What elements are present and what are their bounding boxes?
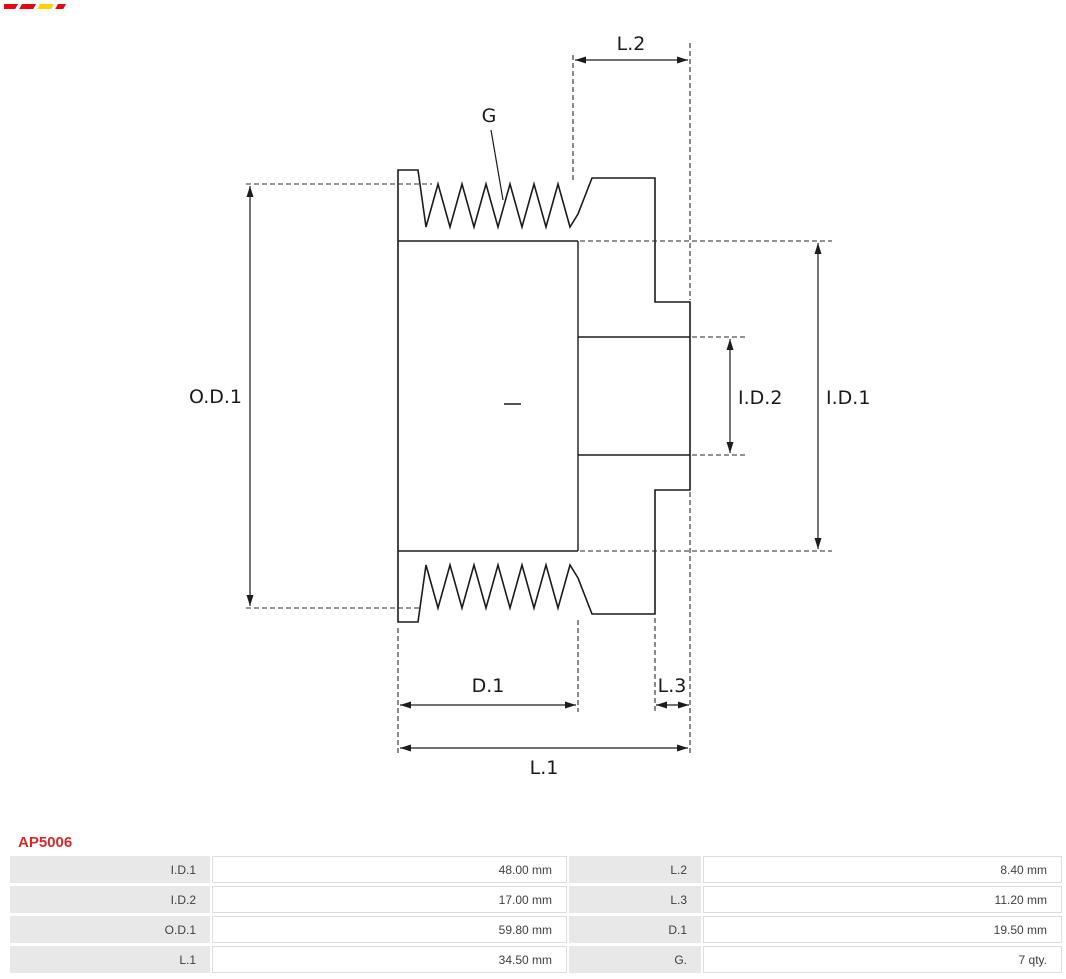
dim-label-l3: L.3 xyxy=(658,675,687,697)
logo-shape-2 xyxy=(19,4,36,9)
spec-value-cell: 7 qty. xyxy=(703,946,1062,973)
spec-value-cell: 59.80 mm xyxy=(212,916,567,943)
pulley-outline xyxy=(397,169,691,623)
leader-g xyxy=(490,129,504,201)
dim-label-g: G xyxy=(482,105,497,127)
spec-label-cell: I.D.1 xyxy=(10,856,210,883)
spec-label-cell: G. xyxy=(569,946,701,973)
as-pl-logo-graphic xyxy=(4,4,66,9)
dim-label-l1: L.1 xyxy=(530,757,559,779)
dim-label-id1: I.D.1 xyxy=(826,387,870,409)
spec-value-cell: 19.50 mm xyxy=(703,916,1062,943)
product-code: AP5006 xyxy=(18,834,73,851)
logo-shape-3 xyxy=(37,4,54,9)
dim-label-d1: D.1 xyxy=(472,675,505,697)
dim-label-od1: O.D.1 xyxy=(189,386,242,408)
spec-label-cell: I.D.2 xyxy=(10,886,210,913)
extension-lines xyxy=(246,43,832,756)
spec-label-cell: L.2 xyxy=(569,856,701,883)
spec-label-cell: L.3 xyxy=(569,886,701,913)
spec-label-cell: D.1 xyxy=(569,916,701,943)
logo-shape-1 xyxy=(4,4,18,9)
spec-label-cell: O.D.1 xyxy=(10,916,210,943)
spec-label-cell: L.1 xyxy=(10,946,210,973)
dimension-lines xyxy=(246,56,822,752)
spec-value-cell: 48.00 mm xyxy=(212,856,567,883)
technical-drawing: O.D.1 I.D.1 I.D.2 L.2 G D.1 L.3 L.1 xyxy=(189,33,870,779)
as-pl-logo[interactable] xyxy=(4,0,84,9)
dimension-labels: O.D.1 I.D.1 I.D.2 L.2 G D.1 L.3 L.1 xyxy=(189,33,870,779)
logo-shape-4 xyxy=(55,4,66,9)
spec-value-cell: 34.50 mm xyxy=(212,946,567,973)
spec-value-cell: 8.40 mm xyxy=(703,856,1062,883)
pulley-profile xyxy=(397,169,691,623)
dim-label-l2: L.2 xyxy=(617,33,646,55)
spec-value-cell: 17.00 mm xyxy=(212,886,567,913)
spec-table: I.D.1 48.00 mm L.2 8.40 mm I.D.2 17.00 m… xyxy=(10,856,1062,973)
spec-value-cell: 11.20 mm xyxy=(703,886,1062,913)
dim-label-id2: I.D.2 xyxy=(738,387,782,409)
